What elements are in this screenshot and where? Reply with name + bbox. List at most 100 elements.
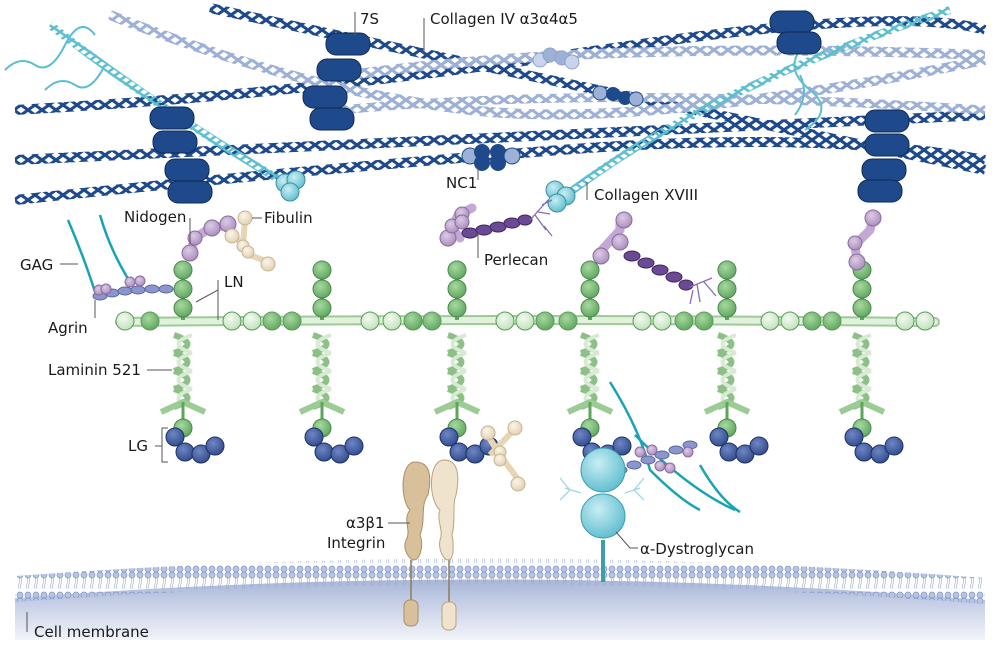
label-lg: LG bbox=[128, 437, 148, 455]
laminin-ln-domain bbox=[140, 311, 160, 331]
label-nidogen: Nidogen bbox=[124, 208, 186, 226]
laminin-network bbox=[115, 260, 940, 464]
laminin-ln-domain bbox=[780, 311, 800, 331]
laminin-ln-domain bbox=[580, 298, 600, 318]
laminin-ln-domain bbox=[515, 311, 535, 331]
laminin-ln-domain bbox=[115, 311, 135, 331]
laminin-ln-domain bbox=[580, 279, 600, 299]
laminin-ln-domain bbox=[360, 311, 380, 331]
laminin-lg-domain bbox=[884, 436, 904, 456]
laminin-coiled-coil bbox=[176, 333, 193, 355]
laminin-ln-domain bbox=[173, 298, 193, 318]
laminin-ln-domain bbox=[447, 279, 467, 299]
laminin-ln-domain bbox=[222, 311, 242, 331]
label-nc1: NC1 bbox=[446, 174, 477, 192]
laminin-coiled-coil bbox=[583, 369, 600, 391]
laminin-coiled-coil bbox=[315, 351, 332, 373]
fibulin bbox=[224, 210, 526, 492]
laminin-ln-domain bbox=[558, 311, 578, 331]
laminin-ln-domain bbox=[282, 311, 302, 331]
laminin-ln-domain bbox=[717, 260, 737, 280]
label-perlecan: Perlecan bbox=[484, 251, 548, 269]
laminin-ln-domain bbox=[717, 298, 737, 318]
laminin-ln-domain bbox=[802, 311, 822, 331]
laminin-coiled-coil bbox=[450, 369, 467, 391]
laminin-ln-domain bbox=[242, 311, 262, 331]
laminin-coiled-coil bbox=[315, 333, 332, 355]
laminin-ln-domain bbox=[580, 260, 600, 280]
laminin-lg-domain bbox=[344, 436, 364, 456]
laminin-coiled-coil bbox=[176, 369, 193, 391]
label-integrin-subunits: α3β1 bbox=[346, 514, 385, 532]
laminin-ln-domain bbox=[652, 311, 672, 331]
laminin-ln-domain bbox=[674, 311, 694, 331]
laminin-lg-domain bbox=[439, 427, 459, 447]
laminin-lg-domain bbox=[205, 436, 225, 456]
laminin-coiled-coil bbox=[315, 369, 332, 391]
laminin-lg-domain bbox=[175, 442, 195, 462]
laminin-ln-domain bbox=[382, 311, 402, 331]
laminin-lg-domain bbox=[165, 427, 185, 447]
laminin-ln-domain bbox=[495, 311, 515, 331]
label-fibulin: Fibulin bbox=[264, 209, 313, 227]
laminin-coiled-coil bbox=[720, 333, 737, 355]
label-integrin: Integrin bbox=[327, 534, 385, 552]
label-laminin-521: Laminin 521 bbox=[48, 361, 141, 379]
laminin-coiled-coil bbox=[450, 333, 467, 355]
laminin-ln-domain bbox=[447, 298, 467, 318]
label-collagen-xviii: Collagen XVIII bbox=[594, 186, 698, 204]
laminin-ln-domain bbox=[535, 311, 555, 331]
label-alpha-dystroglycan: α-Dystroglycan bbox=[640, 540, 754, 558]
laminin-lg-domain bbox=[449, 442, 469, 462]
alpha-dystroglycan bbox=[559, 447, 645, 582]
laminin-ln-domain bbox=[312, 298, 332, 318]
laminin-coiled-coil bbox=[176, 351, 193, 373]
laminin-ln-domain bbox=[262, 311, 282, 331]
laminin-ln-domain bbox=[312, 279, 332, 299]
laminin-lg-domain bbox=[709, 427, 729, 447]
integrin-a3b1 bbox=[402, 459, 459, 631]
laminin-coiled-coil bbox=[855, 369, 872, 391]
collagen-xviii-globule bbox=[275, 170, 576, 213]
laminin-lg-domain bbox=[854, 442, 874, 462]
laminin-ln-domain bbox=[694, 311, 714, 331]
laminin-lg-domain bbox=[844, 427, 864, 447]
agrin bbox=[92, 275, 698, 475]
laminin-lg-domain bbox=[304, 427, 324, 447]
nc1-domains bbox=[461, 47, 644, 171]
laminin-ln-domain bbox=[173, 279, 193, 299]
laminin-lg-domain bbox=[719, 442, 739, 462]
laminin-ln-domain bbox=[422, 311, 442, 331]
laminin-ln-domain bbox=[852, 298, 872, 318]
label-cell-membrane: Cell membrane bbox=[34, 623, 149, 641]
cell-membrane bbox=[15, 558, 985, 640]
laminin-ln-domain bbox=[895, 311, 915, 331]
laminin-lg-domain bbox=[612, 436, 632, 456]
laminin-ln-domain bbox=[632, 311, 652, 331]
laminin-ln-domain bbox=[173, 260, 193, 280]
label-collagen-iv: Collagen IV α3α4α5 bbox=[430, 10, 578, 28]
laminin-ln-domain bbox=[717, 279, 737, 299]
laminin-ln-domain bbox=[312, 260, 332, 280]
perlecan bbox=[461, 199, 717, 305]
laminin-coiled-coil bbox=[450, 351, 467, 373]
label-7s: 7S bbox=[360, 10, 379, 28]
laminin-lg-domain bbox=[314, 442, 334, 462]
label-agrin: Agrin bbox=[48, 319, 88, 337]
laminin-coiled-coil bbox=[720, 351, 737, 373]
laminin-lg-domain bbox=[572, 427, 592, 447]
laminin-ln-domain bbox=[852, 279, 872, 299]
laminin-ln-domain bbox=[760, 311, 780, 331]
laminin-ln-domain bbox=[403, 311, 423, 331]
label-ln: LN bbox=[224, 273, 244, 291]
laminin-coiled-coil bbox=[583, 351, 600, 373]
laminin-coiled-coil bbox=[583, 333, 600, 355]
laminin-ln-domain bbox=[447, 260, 467, 280]
gag-chains bbox=[66, 214, 741, 514]
laminin-lg-domain bbox=[749, 436, 769, 456]
label-gag: GAG bbox=[20, 256, 53, 274]
laminin-coiled-coil bbox=[855, 333, 872, 355]
laminin-coiled-coil bbox=[720, 369, 737, 391]
laminin-ln-domain bbox=[915, 311, 935, 331]
